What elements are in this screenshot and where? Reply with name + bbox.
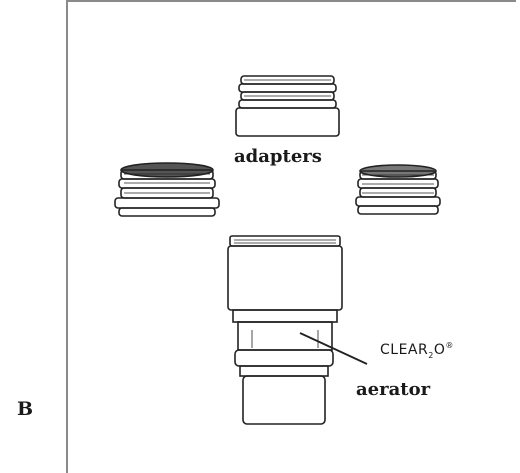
adapters-label: adapters	[234, 146, 322, 167]
diagram-panel	[66, 0, 516, 473]
top-adapter	[235, 75, 340, 137]
brand-logo: CLEAR2O®	[380, 341, 454, 360]
brand-subscript: 2	[428, 351, 434, 360]
aerator-label: aerator	[356, 379, 431, 400]
panel-letter: B	[17, 398, 34, 420]
registered-mark: ®	[445, 341, 454, 350]
aerator-body	[227, 235, 343, 425]
brand-name: CLEAR	[380, 342, 429, 358]
left-adapter	[114, 162, 220, 217]
aerator-leader-line	[299, 332, 368, 365]
right-adapter	[355, 164, 441, 215]
brand-tail: O	[433, 342, 446, 358]
